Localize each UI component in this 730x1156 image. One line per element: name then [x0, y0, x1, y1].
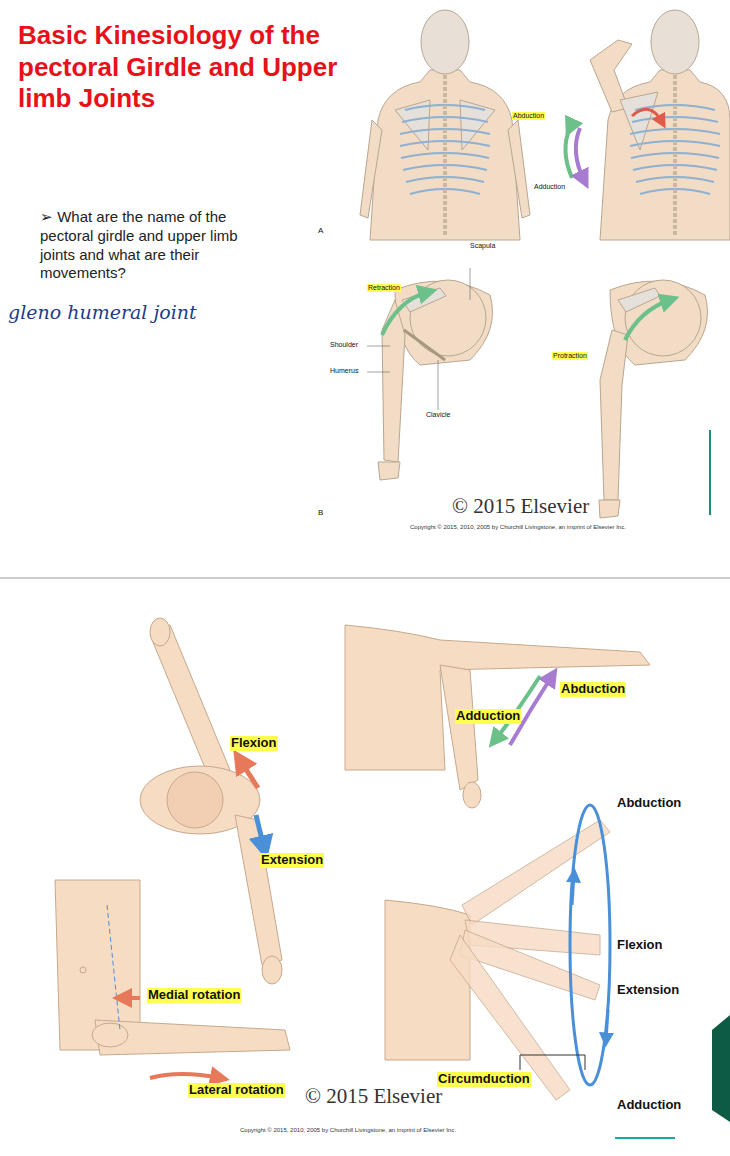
top-view-shoulder-part — [367, 372, 390, 373]
abduction-figure — [345, 625, 650, 808]
motion-label: Adduction — [617, 1098, 681, 1113]
top-view-shoulder-part — [470, 268, 471, 300]
top-view-shoulder-part — [404, 330, 445, 360]
back-torso-part — [370, 70, 520, 240]
circumduction-arrow — [520, 805, 610, 1085]
back-torso — [360, 10, 530, 240]
rotation-figure-part — [80, 967, 86, 973]
motion-label: Flexion — [617, 938, 663, 953]
motion-arrows-part — [122, 996, 140, 1000]
rib-cage — [400, 75, 490, 235]
accent-shape — [712, 1015, 730, 1122]
motion-arrows-part — [625, 300, 670, 340]
motion-arrows-part — [256, 815, 264, 848]
top-view-shoulder-part — [599, 500, 620, 518]
motion-label: Shoulder — [330, 341, 358, 349]
motion-label: Abduction — [560, 682, 626, 697]
motion-label: Abduction — [512, 112, 545, 120]
motion-label: Extension — [260, 853, 324, 868]
top-view-shoulder-part — [438, 360, 439, 410]
motion-arrows — [240, 760, 264, 848]
circumduction-arrow-part — [570, 805, 610, 1085]
abduction-figure-part — [440, 665, 478, 790]
motion-label: Medial rotation — [147, 988, 241, 1003]
top-view-shoulder-part — [378, 462, 400, 480]
back-torso-part — [421, 10, 469, 74]
motion-label: Lateral rotation — [188, 1083, 285, 1098]
motion-label: Protraction — [552, 352, 588, 360]
motion-arrows — [122, 998, 220, 1078]
top-view-shoulder-part — [600, 330, 628, 500]
abduction-figure-part — [345, 625, 650, 770]
accent-bar — [615, 1137, 675, 1139]
rib-cage-part — [673, 75, 677, 235]
motion-label: A — [318, 226, 323, 235]
circumduction-figure-part — [462, 820, 610, 925]
circumduction-arrow-part — [572, 875, 574, 905]
motion-arrows-part — [382, 292, 428, 335]
flexion-figure-part — [167, 772, 223, 828]
motion-arrows-part — [576, 128, 584, 180]
rib-cage — [630, 75, 720, 235]
motion-arrows-part — [240, 760, 258, 788]
motion-label: B — [318, 508, 323, 517]
flexion-figure-part — [262, 956, 282, 984]
rotation-figure — [55, 880, 290, 1055]
back-torso-part — [360, 120, 382, 218]
copyright-note: Copyright © 2015, 2010, 2005 by Churchil… — [240, 1127, 456, 1134]
circumduction-arrow-part — [520, 1055, 585, 1070]
flexion-figure-part — [235, 815, 282, 965]
accent-bar — [709, 430, 711, 515]
rotation-figure-part — [92, 1023, 128, 1047]
motion-label: Circumduction — [437, 1072, 531, 1087]
slide-divider — [0, 577, 730, 579]
flexion-figure-part — [150, 618, 170, 646]
top-view-shoulder-part — [410, 280, 486, 356]
rib-cage-part — [443, 75, 447, 235]
back-torso-raised-arm-part — [651, 10, 699, 74]
watermark: © 2015 Elsevier — [305, 1084, 442, 1108]
back-torso-part — [508, 120, 530, 218]
rotation-figure-part — [107, 905, 120, 1030]
question-text: ➢ What are the name of the pectoral gird… — [40, 208, 275, 283]
top-view-shoulder-part — [367, 346, 390, 347]
motion-label: Adduction — [534, 183, 565, 191]
motion-arrows-part — [565, 128, 572, 178]
top-view-shoulder — [367, 268, 493, 480]
back-torso-raised-arm — [590, 10, 730, 240]
flexion-figure-part — [150, 625, 230, 780]
top-view-shoulder — [599, 280, 708, 518]
motion-label: Clavicle — [426, 411, 451, 419]
flexion-figure — [140, 618, 282, 984]
motion-label: Extension — [617, 983, 679, 998]
circumduction-figure-part — [385, 900, 470, 1060]
copyright-note: Copyright © 2015, 2010, 2005 by Churchil… — [410, 524, 626, 531]
rib-cage-part — [632, 109, 662, 122]
top-view-shoulder-part — [625, 280, 701, 356]
handwritten-note: gleno humeral joint — [8, 302, 197, 324]
motion-label: Abduction — [617, 796, 681, 811]
motion-label: Humerus — [330, 367, 358, 375]
abduction-figure-part — [463, 782, 481, 808]
slide-title: Basic Kinesiology of the pectoral Girdle… — [18, 20, 338, 115]
motion-label: Flexion — [230, 736, 278, 751]
motion-arrows — [565, 128, 584, 180]
motion-label: Retraction — [367, 284, 401, 292]
motion-arrows-part — [150, 1074, 220, 1078]
watermark: © 2015 Elsevier — [452, 494, 589, 518]
motion-arrows — [382, 292, 670, 340]
motion-label: Adduction — [455, 709, 521, 724]
circumduction-arrow-part — [606, 1010, 608, 1040]
circumduction-figure — [385, 820, 610, 1100]
motion-label: Scapula — [470, 242, 495, 250]
